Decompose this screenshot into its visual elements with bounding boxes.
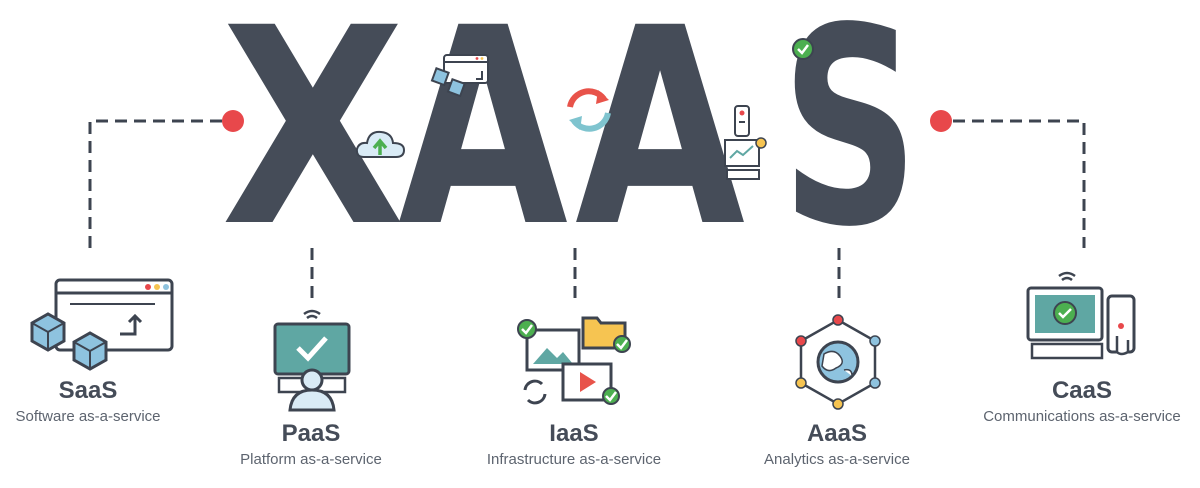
title-letter-a1: A — [398, 0, 570, 287]
service-desc: Analytics as-a-service — [764, 451, 910, 468]
service-desc: Platform as-a-service — [240, 451, 382, 468]
remote-dashboard-icon — [724, 105, 767, 180]
red-dot-left — [222, 110, 244, 132]
service-abbr: CaaS — [1051, 377, 1113, 404]
red-dot-right — [930, 110, 952, 132]
sync-icon — [567, 88, 611, 132]
service-abbr: SaaS — [58, 377, 118, 404]
connector-caas — [953, 119, 1086, 248]
service-caas: CaaS Communications as-a-service — [983, 377, 1181, 427]
title-letter-a2: A — [575, 0, 747, 287]
check-icon — [792, 38, 814, 60]
service-iaas: IaaS Infrastructure as-a-service — [487, 420, 661, 470]
saas-window-cubes-icon — [30, 278, 174, 371]
service-desc: Software as-a-service — [15, 408, 161, 425]
cloud-upload-icon — [355, 130, 406, 158]
caas-monitor-phone-icon — [1026, 271, 1136, 360]
service-desc: Communications as-a-service — [983, 408, 1181, 425]
wifi-icon — [1058, 271, 1076, 282]
aaas-globe-network-icon — [795, 314, 881, 410]
connectors — [88, 119, 1086, 305]
iaas-media-files-icon — [517, 316, 631, 405]
connector-saas — [88, 119, 222, 248]
service-abbr: AaaS — [806, 420, 868, 447]
service-paas: PaaS Platform as-a-service — [240, 420, 382, 470]
title-letters: X A A S — [221, 0, 919, 287]
service-saas: SaaS Software as-a-service — [15, 377, 160, 427]
paas-monitor-user-icon — [273, 309, 351, 412]
service-aaas: AaaS Analytics as-a-service — [764, 420, 910, 470]
service-abbr: PaaS — [281, 420, 341, 447]
window-with-cubes-icon — [430, 54, 489, 98]
wifi-icon — [303, 309, 321, 320]
service-abbr: IaaS — [549, 420, 599, 447]
service-desc: Infrastructure as-a-service — [486, 451, 662, 468]
